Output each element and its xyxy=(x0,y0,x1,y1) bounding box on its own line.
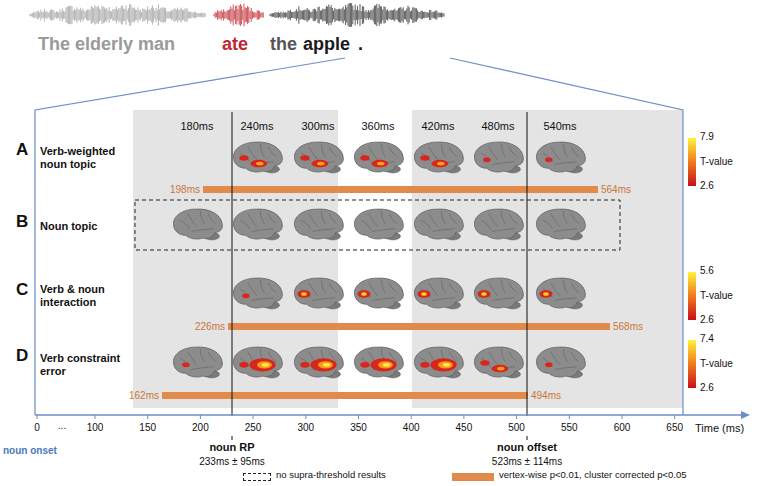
row-letter: C xyxy=(16,280,28,300)
colorbar-min: 2.6 xyxy=(700,382,714,394)
sentence-word: The elderly man xyxy=(38,34,175,55)
row-title: Verb-weighted noun topic xyxy=(40,145,135,170)
time-label: 480ms xyxy=(481,120,514,133)
event-label: noun onset xyxy=(3,445,57,457)
row-title: Verb constraint error xyxy=(40,352,135,377)
axis-tick: 400 xyxy=(403,422,420,434)
colorbar-min: 2.6 xyxy=(700,314,714,326)
cluster-end: 564ms xyxy=(601,184,631,196)
row-letter: B xyxy=(16,212,28,232)
axis-tick: 0 xyxy=(34,422,40,434)
cluster-start: 198ms xyxy=(170,184,200,196)
cluster-end: 494ms xyxy=(531,390,561,402)
cluster-start: 162ms xyxy=(129,390,159,402)
axis-tick: 350 xyxy=(350,422,367,434)
axis-tick: 150 xyxy=(139,422,156,434)
colorbar-title: T-value xyxy=(700,156,733,168)
noun-word: apple xyxy=(303,34,350,55)
time-label: 180ms xyxy=(180,120,213,133)
time-label: 540ms xyxy=(543,120,576,133)
row-title: Noun topic xyxy=(40,220,135,233)
event-time: 523ms ± 114ms xyxy=(492,456,562,468)
speech-waveform xyxy=(214,4,263,27)
axis-tick: 600 xyxy=(614,422,631,434)
cluster-start: 226ms xyxy=(195,321,225,333)
axis-break: ... xyxy=(58,420,66,432)
sentence-word: . xyxy=(358,34,363,55)
axis-tick: 500 xyxy=(508,422,525,434)
verb-word: ate xyxy=(222,34,248,55)
cluster-end: 568ms xyxy=(613,321,643,333)
legend-dashed-sample xyxy=(243,473,271,481)
colorbar-title: T-value xyxy=(700,358,733,370)
axis-tick: 200 xyxy=(192,422,209,434)
time-label: 300ms xyxy=(301,120,334,133)
axis-title: Time (ms) xyxy=(695,422,744,435)
event-label: noun RP xyxy=(209,441,254,454)
time-label: 360ms xyxy=(361,120,394,133)
colorbar-max: 7.4 xyxy=(700,333,714,345)
sentence-word: the xyxy=(270,34,297,55)
colorbar-min: 2.6 xyxy=(700,180,714,192)
colorbar-max: 7.9 xyxy=(700,131,714,143)
axis-tick: 450 xyxy=(456,422,473,434)
row-letter: D xyxy=(16,346,28,366)
axis-tick: 100 xyxy=(87,422,104,434)
row-letter: A xyxy=(16,140,28,160)
legend-swatch xyxy=(452,473,494,481)
speech-waveform xyxy=(30,4,205,26)
axis-tick: 300 xyxy=(297,422,314,434)
event-label: noun offset xyxy=(497,441,557,454)
legend-text: no supra-threshold results xyxy=(276,470,386,481)
axis-tick: 250 xyxy=(245,422,262,434)
time-label: 240ms xyxy=(240,120,273,133)
time-label: 420ms xyxy=(421,120,454,133)
event-time: 233ms ± 95ms xyxy=(199,456,265,468)
colorbar-max: 5.6 xyxy=(700,265,714,277)
axis-tick: 650 xyxy=(666,422,683,434)
row-title: Verb & noun interaction xyxy=(40,283,135,308)
speech-waveform xyxy=(270,3,444,27)
legend-text: vertex-wise p<0.01, cluster corrected p<… xyxy=(499,470,686,481)
axis-tick: 550 xyxy=(561,422,578,434)
colorbar-title: T-value xyxy=(700,290,733,302)
